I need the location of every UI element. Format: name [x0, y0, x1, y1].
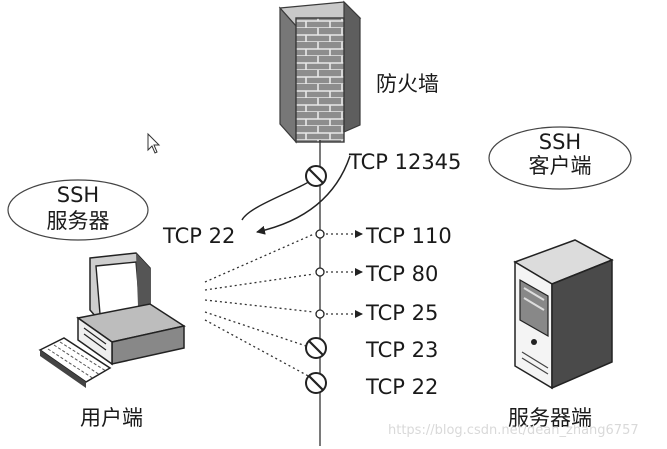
port-label-tcp-22-tunnel: TCP 22: [163, 224, 236, 248]
ssh-client-line1: SSH: [538, 130, 582, 154]
ssh-client-ellipse: [488, 126, 632, 190]
ssh-server-line1: SSH: [56, 183, 100, 207]
port-label-tcp-25: TCP 25: [366, 301, 439, 325]
firewall-icon: [278, 0, 362, 144]
open-port-80: [315, 267, 325, 277]
server-tower-icon: [513, 239, 614, 390]
port-label-tcp-22: TCP 22: [366, 375, 439, 399]
ssh-tunnel-curve: [256, 155, 351, 235]
ssh-client-label: SSH 客户端: [489, 130, 631, 178]
connection-lines: [204, 233, 315, 379]
desktop-computer-icon: [38, 252, 186, 388]
port-label-tcp-12345: TCP 12345: [349, 150, 462, 174]
allowed-port-arrows: [326, 230, 363, 318]
firewall-label: 防火墙: [376, 72, 439, 96]
port-label-tcp-110: TCP 110: [366, 224, 452, 248]
open-port-25: [315, 309, 325, 319]
user-end-label: 用户端: [80, 406, 143, 430]
mouse-cursor-icon: [147, 132, 161, 154]
ssh-tunnel-curve-2: [241, 175, 319, 221]
blocked-port-icon: [305, 165, 327, 187]
open-port-110: [315, 229, 325, 239]
ssh-server-line2: 服务器: [46, 209, 110, 233]
ssh-server-label: SSH 服务器: [8, 182, 148, 234]
ssh-server-ellipse: [7, 179, 149, 241]
server-end-label: 服务器端: [508, 406, 592, 430]
ssh-client-line2: 客户端: [528, 154, 592, 178]
port-label-tcp-23: TCP 23: [366, 338, 439, 362]
watermark: https://blog.csdn.net/dean_zhang6757: [388, 423, 639, 438]
blocked-port-icon: [305, 337, 327, 359]
port-label-tcp-80: TCP 80: [366, 262, 439, 286]
blocked-port-icon: [305, 372, 327, 394]
